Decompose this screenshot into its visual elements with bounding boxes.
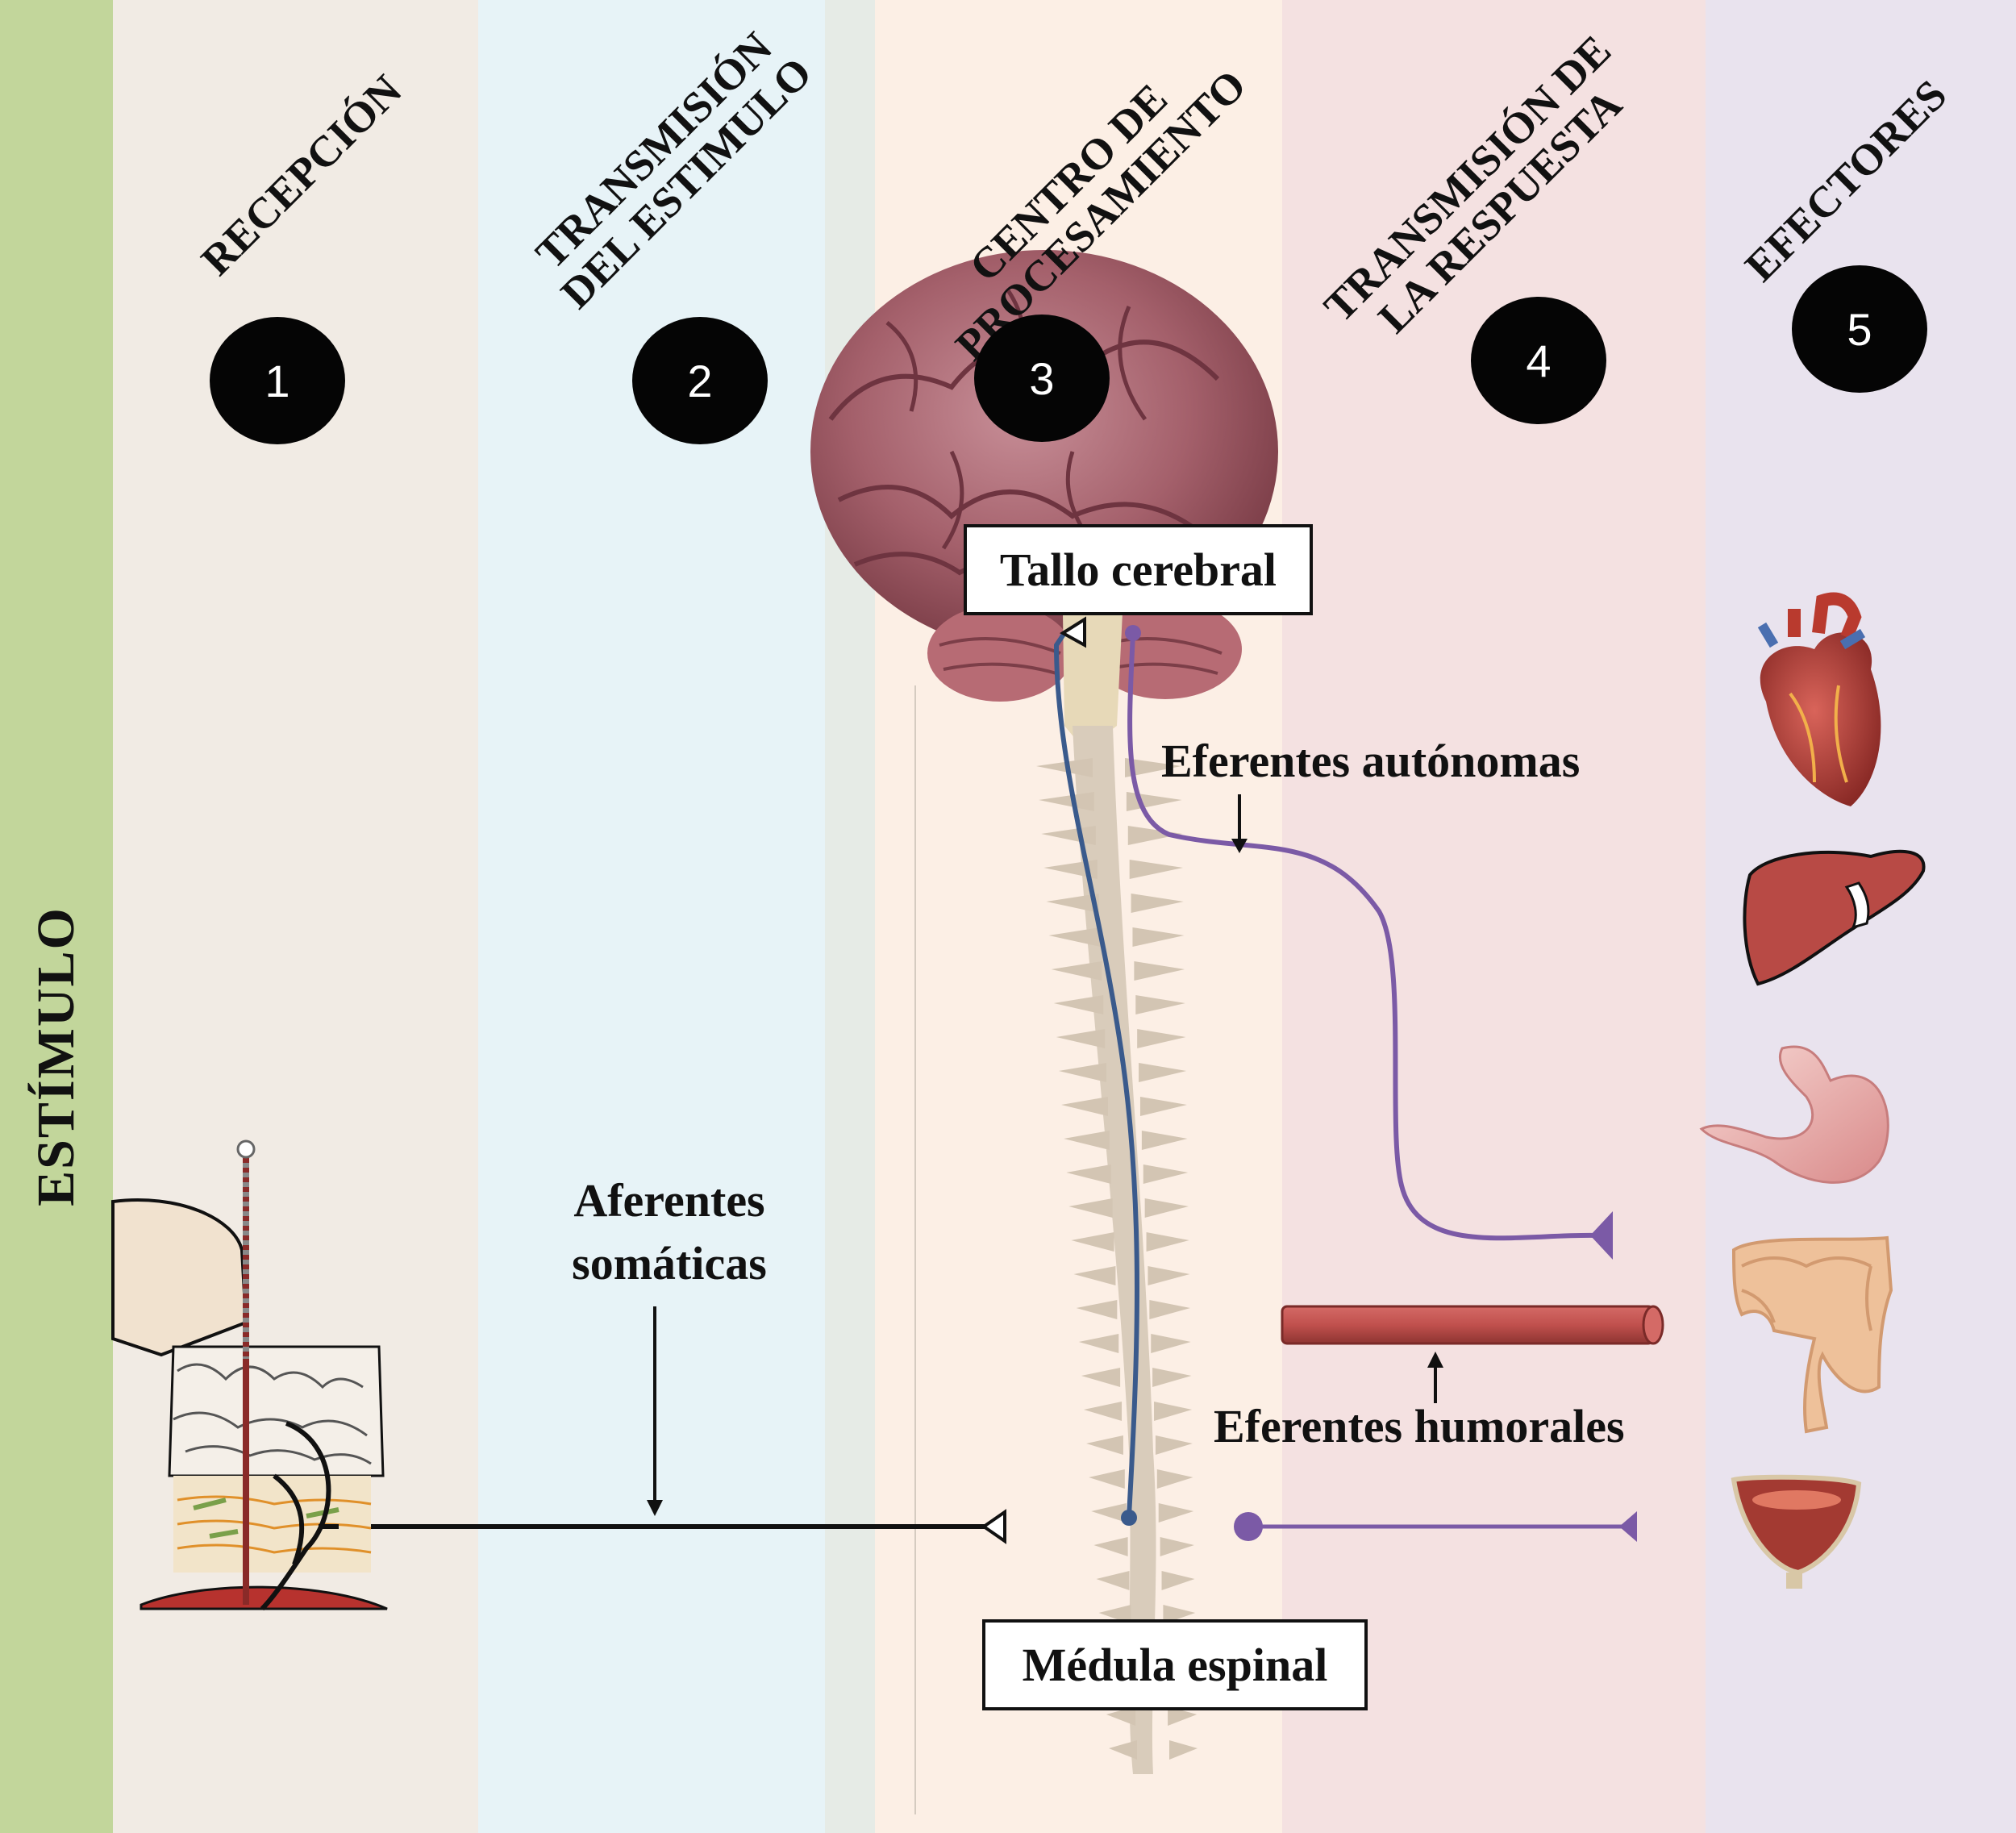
- vertebra-spike-right: [1155, 1435, 1193, 1455]
- vertebra-spike-left: [1051, 961, 1102, 981]
- vertebra-spike-left: [1109, 1740, 1137, 1760]
- vertebra-spike-right: [1132, 927, 1185, 947]
- vertebra-spike-left: [1039, 792, 1094, 811]
- vertebra-spike-right: [1143, 1164, 1189, 1184]
- vertebra-spike-right: [1158, 1503, 1194, 1523]
- vertebra-spike-left: [1053, 995, 1104, 1014]
- autonomic-efferent-path: [1127, 632, 1597, 1241]
- vertebra-spike-left: [1056, 1029, 1106, 1048]
- vertebra-spike-right: [1141, 1131, 1188, 1150]
- vertebra-spike-left: [1041, 826, 1096, 845]
- step-number-4: 4: [1471, 297, 1606, 424]
- lower-efferent-arrowhead: [1619, 1511, 1637, 1542]
- brainstem-box: Tallo cerebral: [964, 524, 1313, 615]
- autonomic-efferents-label: Eferentes autónomas: [1161, 735, 1581, 787]
- vertebra-spike-left: [1036, 758, 1093, 777]
- vertebra-spike-right: [1129, 860, 1184, 879]
- intestine-icon: [1731, 1235, 1893, 1434]
- step-number-1: 1: [210, 317, 345, 444]
- vertebra-spike-left: [1093, 1537, 1128, 1556]
- vertebra-spike-right: [1126, 792, 1182, 811]
- vertebra-spike-right: [1144, 1198, 1189, 1218]
- step-number-2: 2: [632, 317, 768, 444]
- afferent-synapse-dot: [1121, 1510, 1137, 1526]
- vertebra-spike-left: [1058, 1063, 1107, 1082]
- somatic-afferents-label: Aferentes somáticas: [572, 1174, 767, 1290]
- stomach-icon: [1699, 1045, 1889, 1184]
- afferent-arrowhead-brainstem: [1060, 616, 1086, 648]
- vertebra-spike-right: [1135, 995, 1185, 1014]
- vertebra-spike-left: [1048, 927, 1101, 947]
- spinal-cord-box: Médula espinal: [982, 1619, 1368, 1710]
- vertebra-spike-right: [1149, 1300, 1191, 1319]
- vertebra-spike-right: [1137, 1029, 1186, 1048]
- vertebra-spike-right: [1134, 961, 1185, 981]
- vertebra-spike-right: [1139, 1097, 1187, 1116]
- skin-receptor-icon: [111, 1139, 388, 1611]
- spinal-column-icon: [1073, 726, 1156, 1774]
- vertebra-spike-right: [1168, 1706, 1198, 1726]
- stimulus-column: [0, 0, 113, 1833]
- vertebra-spike-left: [1068, 1198, 1113, 1218]
- vertebra-spike-right: [1131, 894, 1184, 913]
- autonomic-pointer-head: [1231, 839, 1248, 853]
- vertebra-spike-left: [1076, 1300, 1118, 1319]
- vertebra-spike-left: [1083, 1402, 1123, 1421]
- humoral-pointer-head: [1427, 1352, 1443, 1368]
- vertebra-spike-left: [1081, 1368, 1121, 1387]
- vertebra-spike-left: [1106, 1706, 1136, 1726]
- autonomic-arrowhead: [1590, 1211, 1613, 1260]
- step-number-5: 5: [1792, 265, 1927, 393]
- vertebra-spike-left: [1086, 1435, 1123, 1455]
- vertebra-spike-right: [1148, 1266, 1190, 1285]
- vertebra-spike-left: [1089, 1469, 1125, 1489]
- vertebra-spike-left: [1046, 894, 1099, 913]
- vertebra-spike-right: [1154, 1402, 1193, 1421]
- vertebra-spike-right: [1161, 1571, 1195, 1590]
- vertebra-spike-left: [1066, 1164, 1111, 1184]
- vertebra-spike-right: [1139, 1063, 1187, 1082]
- vertebra-spike-left: [1061, 1097, 1108, 1116]
- vertebra-spike-left: [1096, 1571, 1130, 1590]
- vertebra-spike-right: [1127, 826, 1183, 845]
- step-number-3: 3: [974, 315, 1110, 442]
- vertebra-spike-right: [1169, 1740, 1198, 1760]
- vertebra-spike-left: [1064, 1131, 1110, 1150]
- vertebra-spike-right: [1151, 1334, 1191, 1353]
- vertebra-spike-left: [1078, 1334, 1119, 1353]
- liver-icon: [1743, 849, 1926, 986]
- humoral-efferents-label: Eferentes humorales: [1214, 1400, 1625, 1452]
- heart-icon: [1757, 592, 1881, 806]
- vertebra-spike-left: [1091, 1503, 1127, 1523]
- vertebra-spike-right: [1146, 1232, 1189, 1252]
- vertebra-spike-right: [1156, 1469, 1193, 1489]
- vertebra-spike-right: [1160, 1537, 1194, 1556]
- afferent-ascending-path: [1053, 631, 1139, 1517]
- vertebra-spike-right: [1152, 1368, 1192, 1387]
- bladder-icon: [1731, 1474, 1862, 1589]
- blood-vessel-icon: [1281, 1305, 1664, 1345]
- vertebra-spike-left: [1073, 1266, 1116, 1285]
- somatic-arrowhead: [981, 1509, 1006, 1544]
- vertebra-spike-right: [1125, 758, 1181, 777]
- somatic-pointer-head: [647, 1500, 663, 1516]
- vertebra-spike-left: [1071, 1232, 1114, 1252]
